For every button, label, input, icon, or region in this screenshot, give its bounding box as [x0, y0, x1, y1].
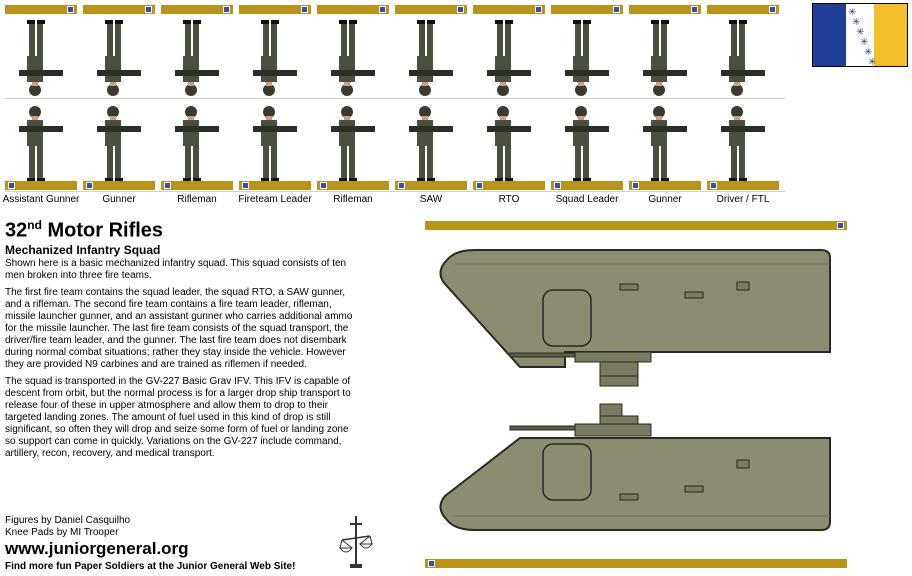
- website-link[interactable]: www.juniorgeneral.org: [5, 539, 189, 558]
- soldier-figure-inverted: [473, 12, 545, 105]
- soldier-figure-inverted: [5, 12, 77, 105]
- soldier-figure: [317, 102, 389, 195]
- figure-base: [5, 181, 77, 190]
- figure-label: Assistant Gunner: [2, 194, 80, 205]
- figure-base: [551, 181, 623, 190]
- figure-base: [473, 5, 545, 14]
- soldier-figure-inverted: [551, 12, 623, 105]
- svg-text:✳: ✳: [864, 47, 872, 58]
- soldier-figure-inverted: [629, 12, 701, 105]
- vehicle-top-view: [439, 249, 831, 387]
- description: Shown here is a basic mechanized infantr…: [5, 258, 357, 460]
- figure-label: Fireteam Leader: [238, 194, 312, 205]
- soldier-figure-inverted: [707, 12, 779, 105]
- soldier-figure: [473, 102, 545, 195]
- soldier-figure-inverted: [317, 12, 389, 105]
- soldier-figure: [629, 102, 701, 195]
- credits: Figures by Daniel Casquilho Knee Pads by…: [5, 515, 131, 538]
- figure-label: Rifleman: [333, 194, 373, 205]
- soldier-figure: [239, 102, 311, 195]
- figure-base: [83, 181, 155, 190]
- figure-label: Squad Leader: [555, 194, 619, 205]
- soldier-figure: [707, 102, 779, 195]
- svg-text:✳: ✳: [856, 27, 864, 38]
- svg-text:✳: ✳: [860, 37, 868, 48]
- figure-label: Driver / FTL: [716, 194, 770, 205]
- figure-label: Rifleman: [177, 194, 217, 205]
- figure-base: [317, 181, 389, 190]
- flag-icon: ✳✳✳ ✳✳✳: [812, 3, 908, 68]
- svg-text:✳: ✳: [852, 17, 860, 28]
- paragraph: The first fire team contains the squad l…: [5, 287, 353, 370]
- figure-base: [5, 5, 77, 14]
- figure-base: [161, 5, 233, 14]
- vehicle-base: [425, 559, 847, 568]
- figure-base: [707, 5, 779, 14]
- scales-logo-icon: [338, 516, 374, 568]
- divider: [5, 98, 785, 99]
- figure-base: [239, 181, 311, 190]
- figure-base: [551, 5, 623, 14]
- figure-label: Gunner: [102, 194, 136, 205]
- figure-label: SAW: [419, 194, 443, 205]
- figure-label: Gunner: [648, 194, 682, 205]
- soldier-figure-inverted: [395, 12, 467, 105]
- soldier-figure: [551, 102, 623, 195]
- figure-base: [239, 5, 311, 14]
- paragraph: Shown here is a basic mechanized infantr…: [5, 258, 347, 281]
- page-title: 32nd Motor Rifles: [5, 218, 164, 242]
- soldier-figure: [161, 102, 233, 195]
- page-subtitle: Mechanized Infantry Squad: [5, 243, 161, 257]
- soldier-figure: [395, 102, 467, 195]
- figure-base: [473, 181, 545, 190]
- svg-text:✳: ✳: [848, 7, 856, 18]
- figure-base: [83, 5, 155, 14]
- figure-base: [317, 5, 389, 14]
- divider: [5, 191, 785, 192]
- figure-base: [395, 181, 467, 190]
- figure-base: [395, 5, 467, 14]
- figure-base: [707, 181, 779, 190]
- soldier-figure: [83, 102, 155, 195]
- figure-base: [161, 181, 233, 190]
- vehicle-side-view: [439, 403, 831, 531]
- paragraph: The squad is transported in the GV-227 B…: [5, 376, 351, 459]
- tagline: Find more fun Paper Soldiers at the Juni…: [5, 561, 296, 572]
- soldier-figure-inverted: [161, 12, 233, 105]
- soldier-figure: [5, 102, 77, 195]
- vehicle-base: [425, 221, 847, 230]
- figure-base: [629, 181, 701, 190]
- soldier-figure-inverted: [239, 12, 311, 105]
- svg-text:✳: ✳: [868, 57, 876, 68]
- figure-base: [629, 5, 701, 14]
- figure-label: RTO: [498, 194, 520, 205]
- soldier-figure-inverted: [83, 12, 155, 105]
